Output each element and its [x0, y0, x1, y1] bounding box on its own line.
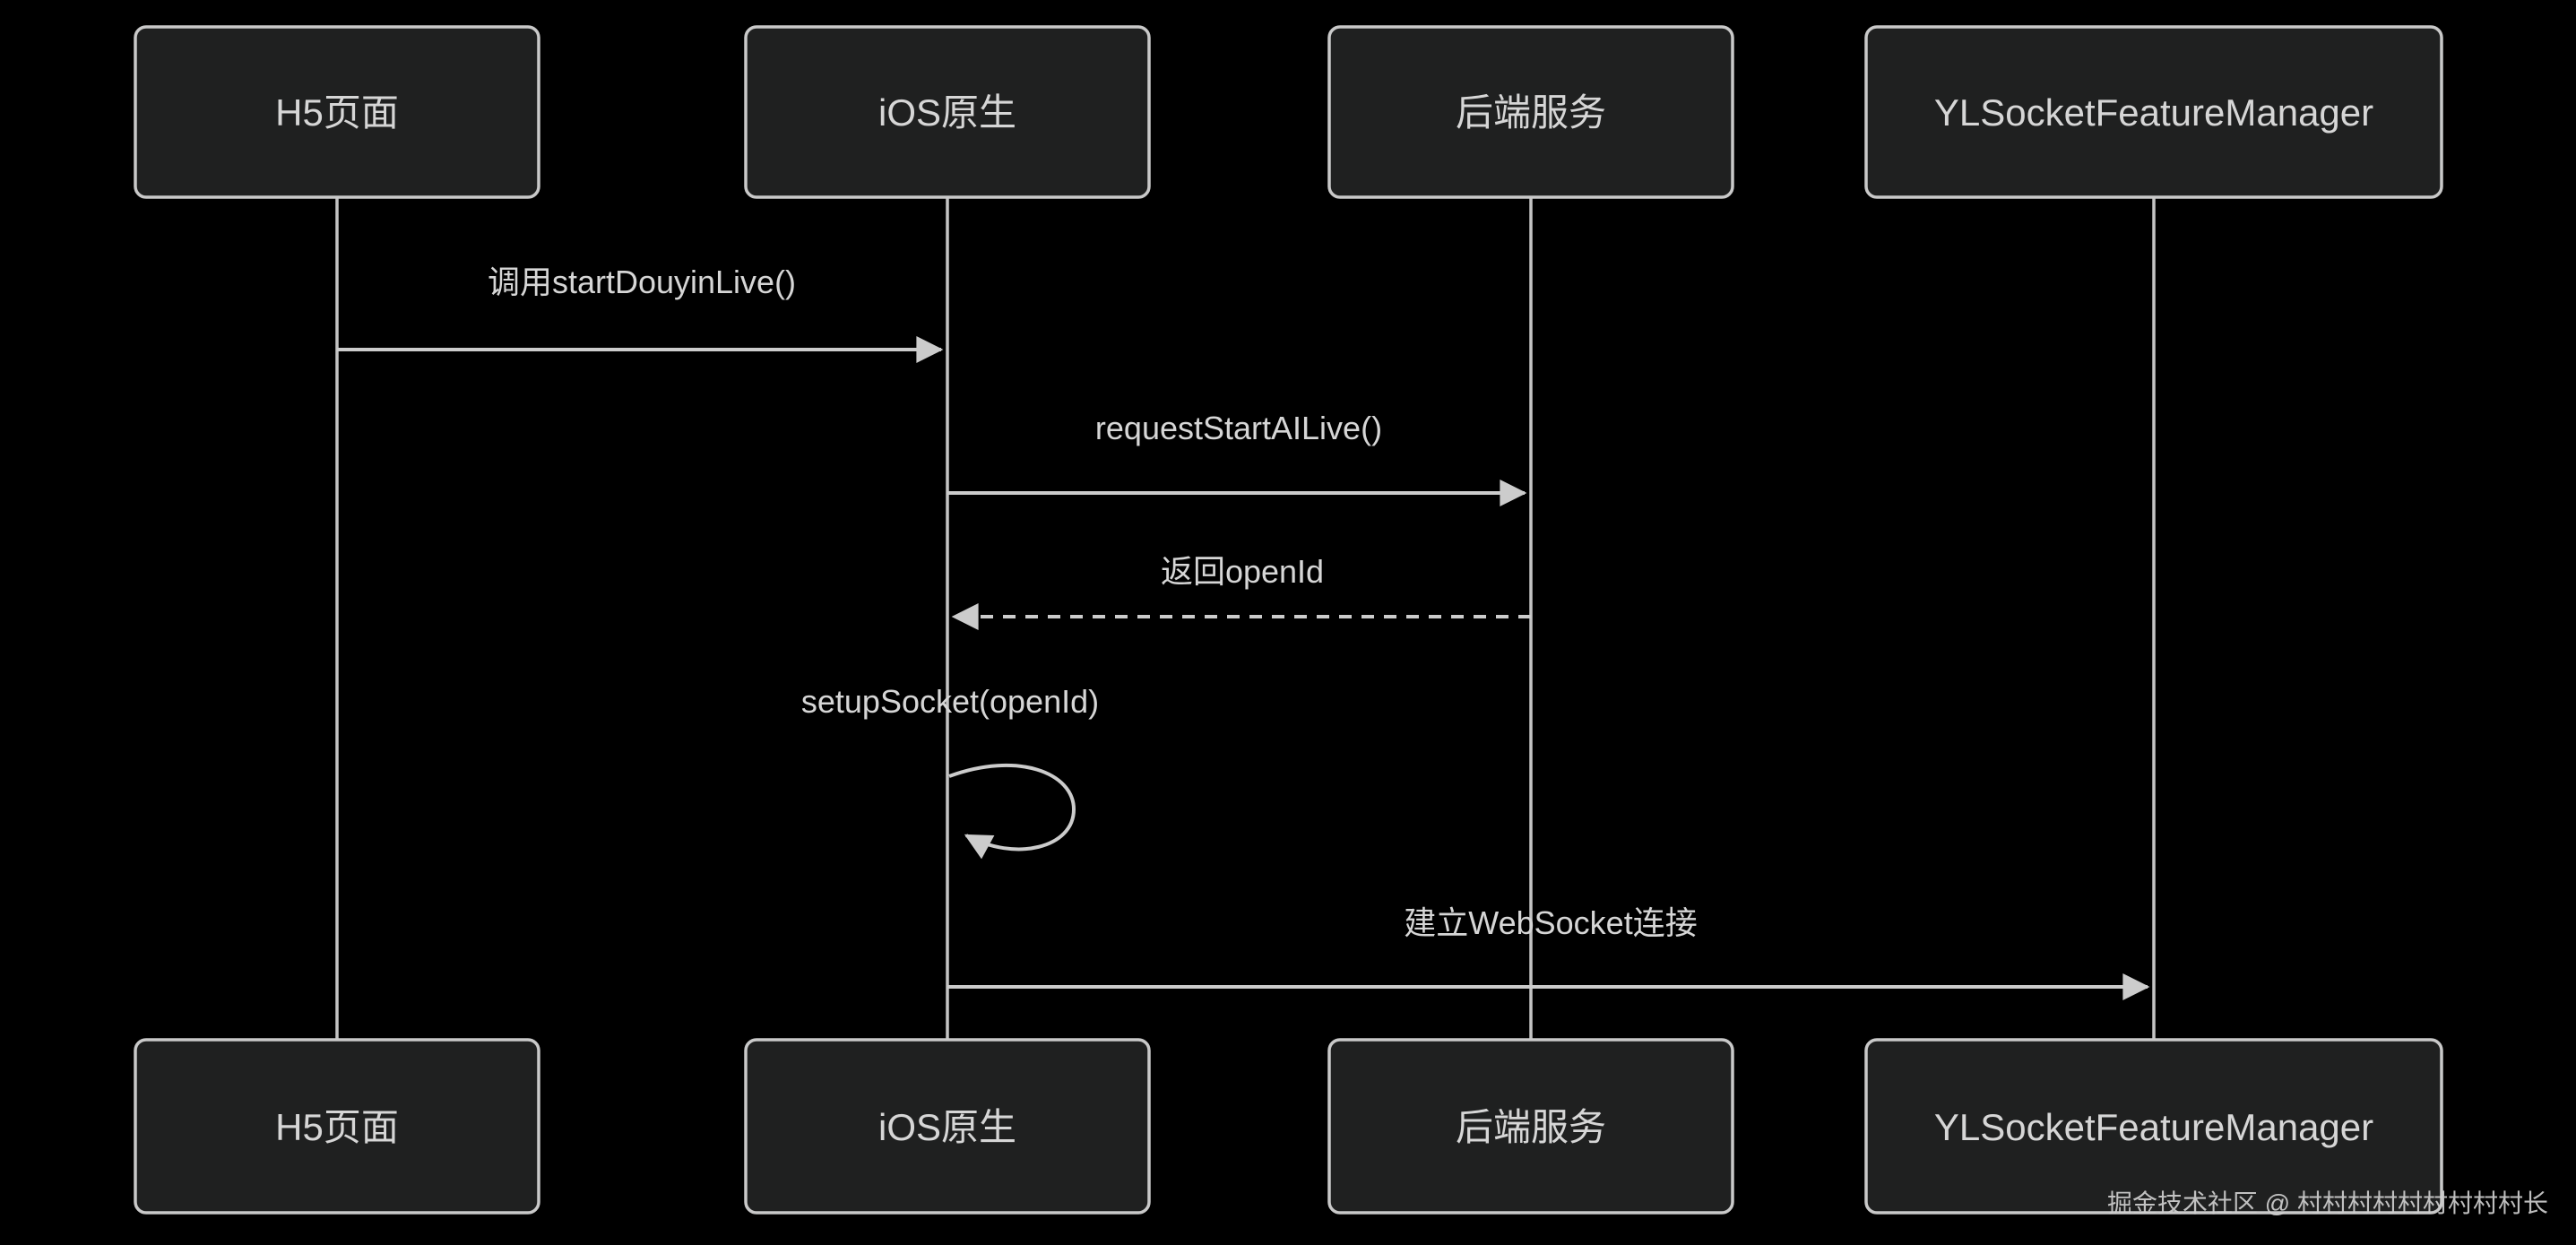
participant-box-backend-bottom [1327, 1038, 1734, 1215]
participant-box-ios-top [744, 25, 1151, 199]
participant-box-ylsocket-bottom [1864, 1038, 2443, 1215]
participant-label-h5-top: H5页面 [275, 91, 399, 134]
participant-box-ylsocket-top [1864, 25, 2443, 199]
message-label-4: setupSocket(openId) [801, 683, 1099, 720]
message-label-3: 返回openId [1161, 553, 1324, 590]
participant-box-backend-top [1327, 25, 1734, 199]
participant-label-ylsocket-bottom: YLSocketFeatureManager [1934, 1106, 2373, 1148]
message-label-1: 调用startDouyinLive() [488, 264, 796, 300]
message-self-loop-4 [948, 763, 1076, 860]
participant-label-h5-bottom: H5页面 [275, 1106, 399, 1148]
participant-label-ylsocket-top: YLSocketFeatureManager [1934, 91, 2373, 134]
watermark-text: 掘金技术社区 @ 村村村村村村村村村长 [2107, 1189, 2548, 1217]
message-label-5: 建立WebSocket连接 [1404, 904, 1697, 941]
participant-label-backend-top: 后端服务 [1456, 91, 1606, 134]
participant-label-backend-bottom: 后端服务 [1456, 1106, 1606, 1148]
participant-box-h5-top [134, 25, 540, 199]
participant-box-ios-bottom [744, 1038, 1151, 1215]
participant-label-ios-bottom: iOS原生 [878, 1106, 1016, 1148]
participant-label-ios-top: iOS原生 [878, 91, 1016, 134]
message-label-2: requestStartAILive() [1095, 410, 1382, 446]
participant-box-h5-bottom [134, 1038, 540, 1215]
